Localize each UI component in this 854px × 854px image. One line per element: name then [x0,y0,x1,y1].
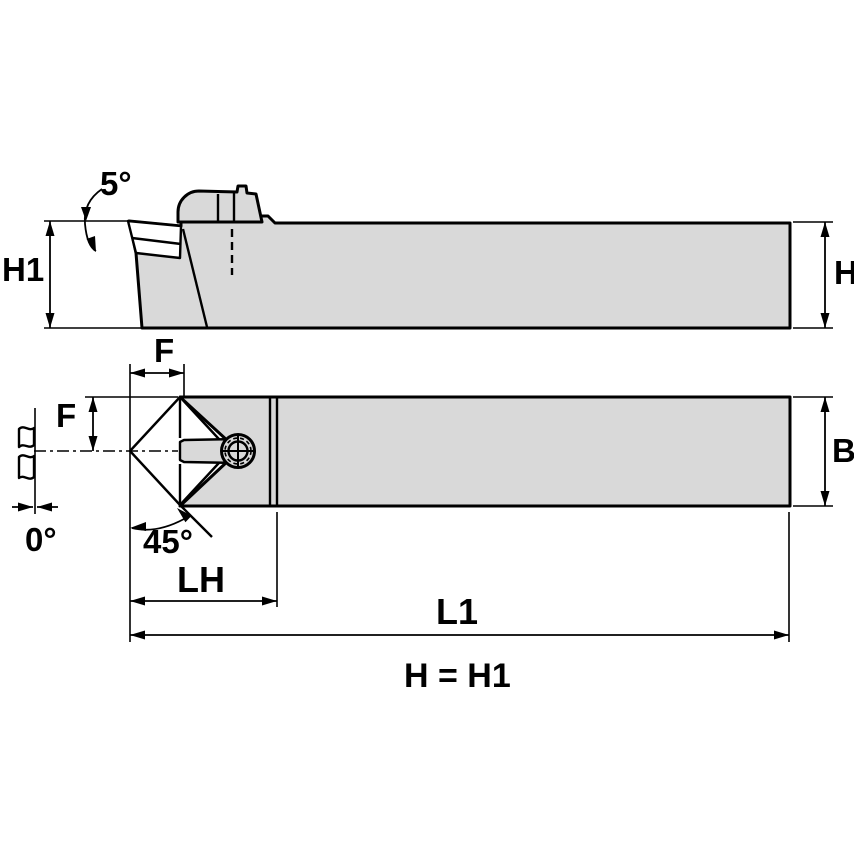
clamp-screw [220,433,256,469]
tool-body-plan [178,395,792,508]
angle-arc-5deg [83,188,103,252]
insert-side [126,219,183,260]
dim-label-0deg: 0° [25,521,57,558]
workpiece-symbol [17,426,36,480]
dim-label-f-top: F [154,332,174,369]
dim-label-h: H [834,254,854,291]
corner-angle-extension [179,504,213,538]
plan-view: F F B 0° 45° LH L1 [12,332,854,642]
dim-label-l1: L1 [436,591,478,632]
arrowhead [130,522,146,531]
dim-label-b: B [832,432,854,469]
note-h-equals-h1: H = H1 [404,657,511,695]
tool-body-side [127,214,792,330]
clamp-side [176,184,264,224]
dim-label-h1: H1 [2,251,44,288]
arrowhead [86,236,96,252]
pocket-edge-line [181,228,209,328]
dim-label-5deg: 5° [100,165,132,202]
dim-label-45deg: 45° [143,523,193,560]
dim-label-f-left: F [56,397,76,434]
arrowhead [81,207,91,221]
dim-label-lh: LH [177,559,225,600]
side-view: H1 H 5° [2,165,854,330]
insert-shim-line [131,236,182,246]
arrowhead [177,508,192,523]
